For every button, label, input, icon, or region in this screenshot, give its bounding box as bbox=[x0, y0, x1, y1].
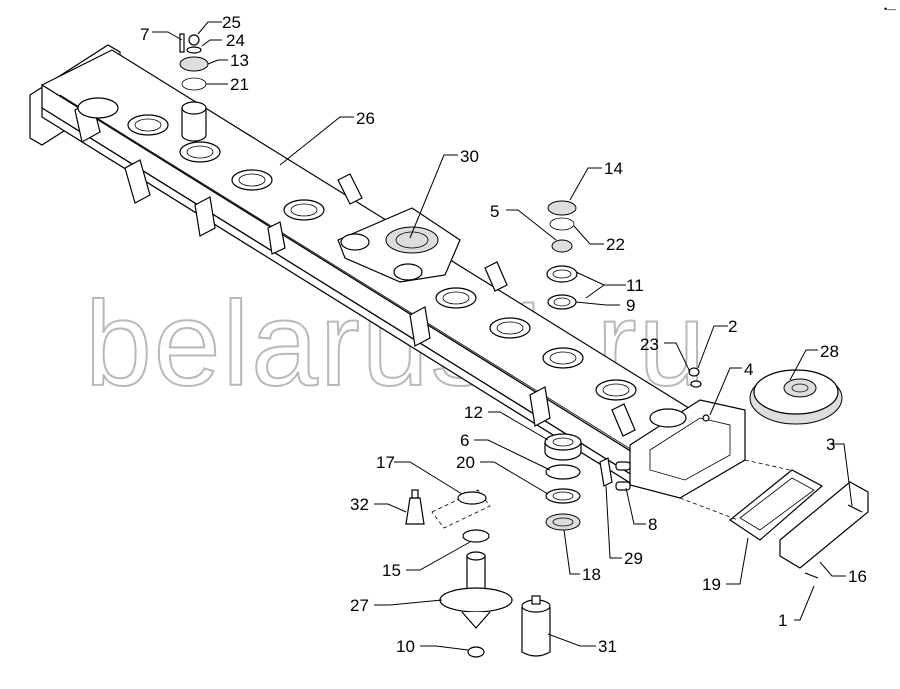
corner-mark: •— bbox=[884, 4, 896, 14]
callout-18: 18 bbox=[582, 565, 601, 584]
callout-28: 28 bbox=[820, 342, 839, 361]
center-plate bbox=[337, 207, 461, 283]
callout-24: 24 bbox=[226, 31, 245, 50]
lower-bearing-stack bbox=[544, 433, 582, 531]
callout-2: 2 bbox=[728, 317, 737, 336]
callout-3: 3 bbox=[826, 435, 835, 454]
beam-bearing-seats bbox=[77, 97, 687, 428]
callout-8: 8 bbox=[648, 515, 657, 534]
top-left-stack bbox=[179, 33, 209, 142]
small-fasteners bbox=[688, 367, 710, 422]
callout-19: 19 bbox=[702, 575, 721, 594]
leader-lines bbox=[152, 21, 853, 651]
consumables bbox=[405, 489, 551, 657]
callout-31: 31 bbox=[598, 637, 617, 656]
callout-14: 14 bbox=[604, 159, 623, 178]
callout-12: 12 bbox=[464, 403, 483, 422]
callout-10: 10 bbox=[396, 637, 415, 656]
callout-27: 27 bbox=[350, 596, 369, 615]
callout-32: 32 bbox=[350, 495, 369, 514]
callout-6: 6 bbox=[460, 431, 469, 450]
callout-26: 26 bbox=[356, 109, 375, 128]
callout-25: 25 bbox=[222, 13, 241, 32]
gasket-and-cover bbox=[679, 459, 869, 579]
spindle-assembly bbox=[431, 489, 514, 658]
callout-11: 11 bbox=[626, 276, 644, 295]
center-right-stack bbox=[546, 200, 578, 310]
callout-29: 29 bbox=[624, 549, 643, 568]
callout-30: 30 bbox=[460, 147, 479, 166]
callout-16: 16 bbox=[848, 567, 867, 586]
callout-15: 15 bbox=[382, 561, 401, 580]
callout-13: 13 bbox=[230, 51, 249, 70]
callout-17: 17 bbox=[376, 453, 395, 472]
callout-9: 9 bbox=[626, 296, 635, 315]
callout-5: 5 bbox=[490, 202, 499, 221]
callout-7: 7 bbox=[140, 25, 149, 44]
drive-gear bbox=[749, 369, 843, 425]
callout-20: 20 bbox=[456, 453, 475, 472]
callout-numbers: 7 25 24 13 21 26 30 14 5 22 11 9 2 23 28… bbox=[140, 13, 867, 656]
callout-21: 21 bbox=[230, 75, 249, 94]
callout-4: 4 bbox=[744, 360, 753, 379]
callout-23: 23 bbox=[640, 335, 659, 354]
callout-1: 1 bbox=[778, 611, 787, 630]
callout-22: 22 bbox=[606, 235, 625, 254]
